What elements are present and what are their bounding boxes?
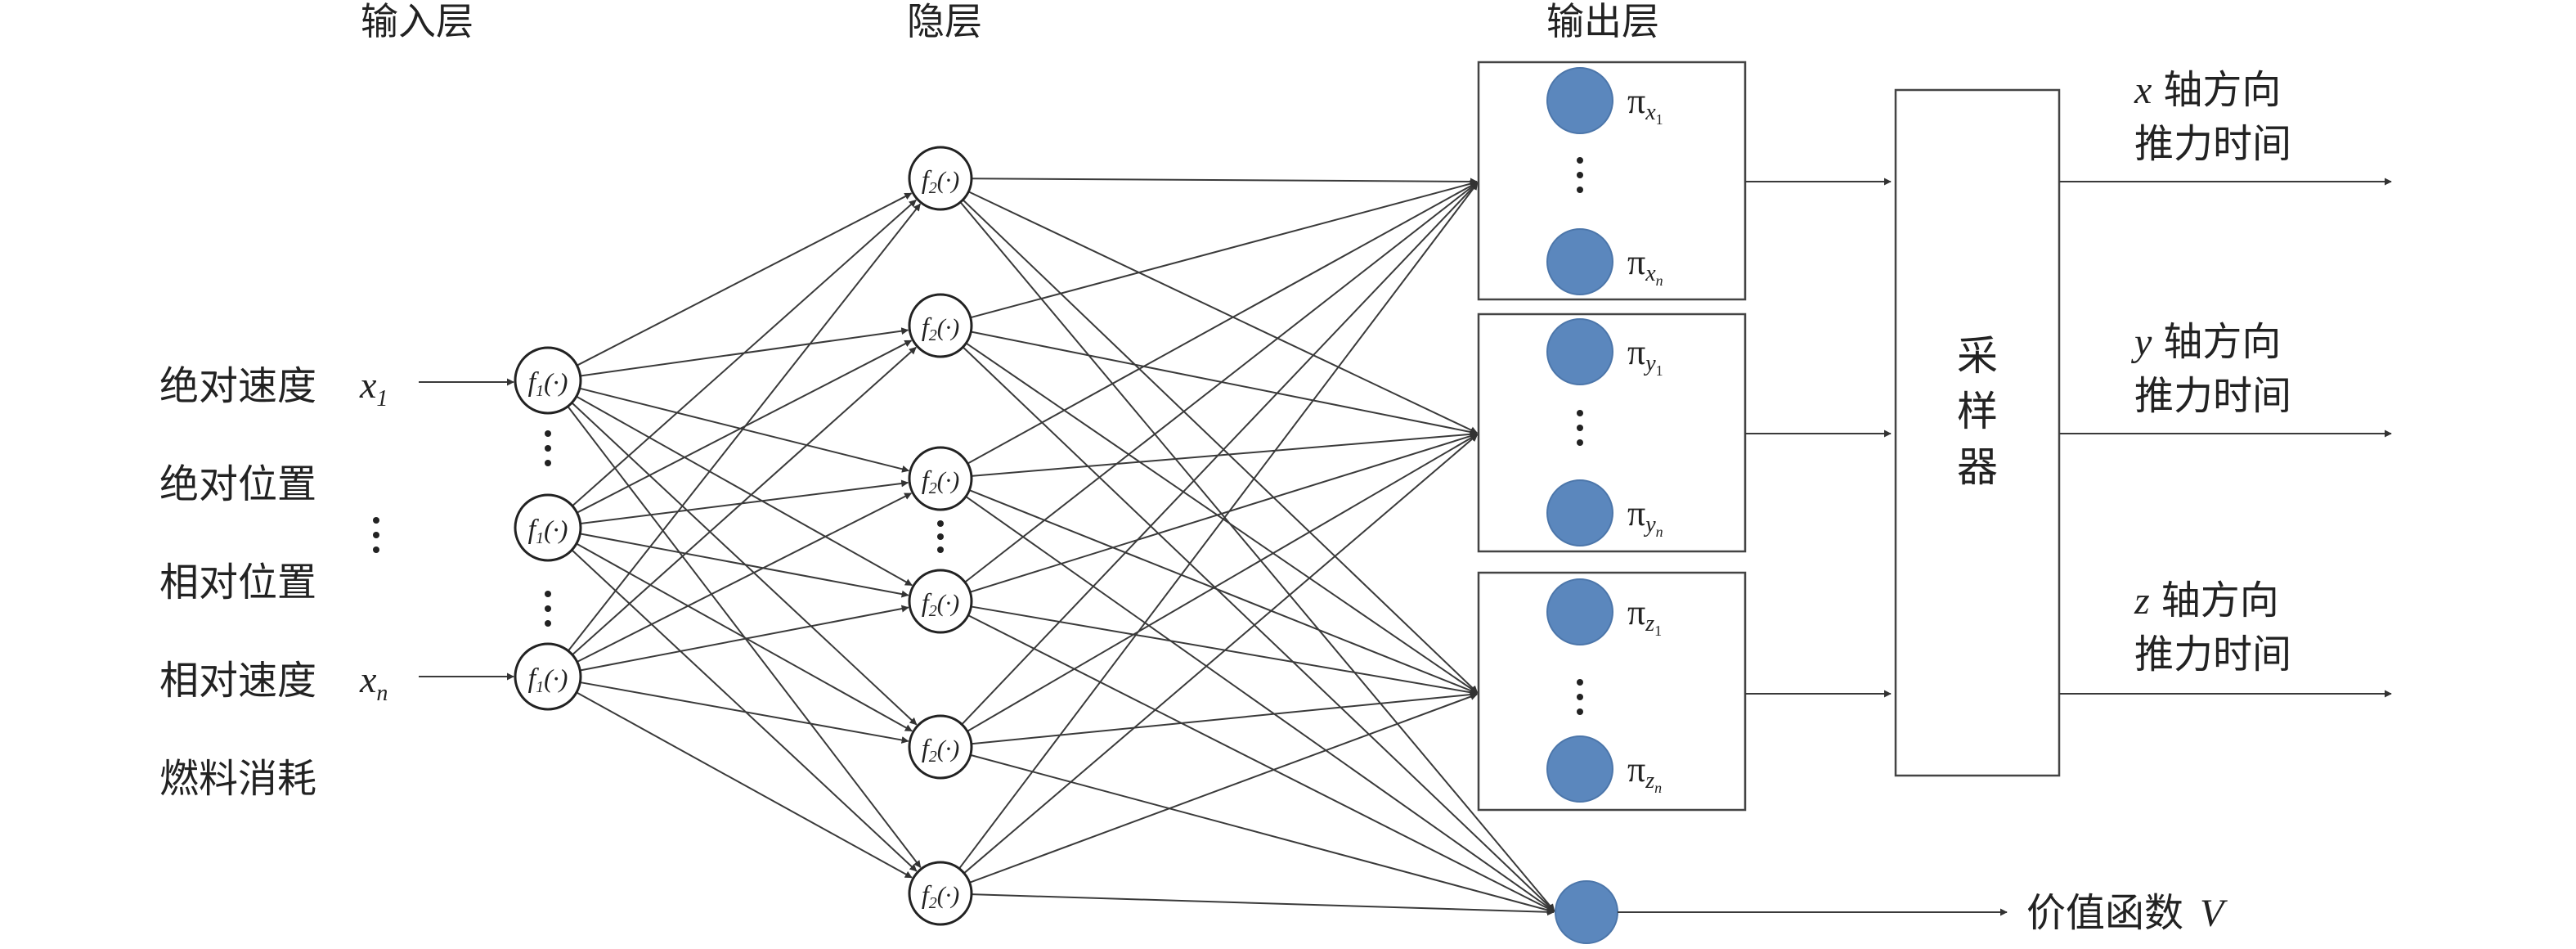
svg-text:πx1: πx1 — [1627, 81, 1663, 128]
edge-input-3-hidden-2 — [572, 346, 917, 656]
input-node-ellipsis-1 — [545, 430, 551, 466]
edge-hidden-5-output-3 — [971, 690, 1478, 745]
edge-hidden-4-output-1 — [964, 182, 1479, 583]
input-symbol-x1: x1 — [359, 364, 388, 412]
svg-text:f2(·): f2(·) — [922, 465, 959, 497]
svg-text:样: 样 — [1957, 388, 1998, 435]
edge-hidden-1-output-3 — [962, 199, 1479, 694]
input-node-2: f1(·) — [514, 493, 582, 562]
svg-text:推力时间: 推力时间 — [2134, 632, 2291, 677]
edge-input-3-hidden-3 — [577, 492, 913, 663]
edge-hidden-6-output-3 — [969, 693, 1478, 884]
edge-input-1-hidden-4 — [576, 395, 913, 587]
svg-text:πy1: πy1 — [1627, 332, 1663, 379]
svg-text:f1(·): f1(·) — [528, 663, 568, 696]
edge-hidden-4-output-4 — [967, 614, 1555, 912]
hidden-node-2: f2(·) — [908, 293, 973, 358]
edge-hidden-4-output-2 — [969, 432, 1478, 593]
input-layer-header: 输入层 — [361, 0, 473, 43]
svg-text:f2(·): f2(·) — [922, 733, 959, 766]
input-label-rel-position: 相对位置 — [159, 560, 316, 605]
input-label-abs-position: 绝对位置 — [159, 461, 316, 507]
edge-hidden-3-output-4 — [965, 496, 1555, 912]
svg-text:πyn: πyn — [1627, 493, 1663, 540]
edge-input-2-hidden-5 — [576, 542, 913, 732]
input-label-rel-velocity: 相对速度 — [159, 658, 316, 704]
svg-text:f1(·): f1(·) — [528, 367, 568, 400]
input-node-n: f1(·) — [514, 642, 582, 711]
svg-text:πz1: πz1 — [1627, 592, 1662, 639]
edge-hidden-1-output-1 — [971, 178, 1478, 186]
input-label-abs-velocity: 绝对速度 — [159, 363, 316, 409]
edge-hidden-6-output-2 — [963, 434, 1479, 875]
svg-text:推力时间: 推力时间 — [2134, 121, 2291, 167]
edge-input-3-hidden-1 — [567, 203, 922, 652]
input-label-ellipsis — [373, 517, 379, 553]
svg-text:f2(·): f2(·) — [922, 879, 959, 912]
hidden-layer-header: 隐层 — [907, 0, 982, 43]
edge-hidden-1-output-2 — [967, 191, 1479, 434]
output-layer-header: 输出层 — [1546, 0, 1659, 43]
edge-hidden-2-output-1 — [970, 180, 1478, 319]
edge-input-1-hidden-3 — [579, 387, 910, 473]
edge-hidden-3-output-3 — [968, 489, 1478, 695]
svg-text:f2(·): f2(·) — [922, 587, 959, 620]
hidden-node-6: f2(·) — [908, 861, 973, 926]
edge-hidden-5-output-2 — [967, 434, 1479, 732]
output-box-y: πy1 πyn — [1477, 313, 1747, 553]
edge-input-2-hidden-3 — [580, 479, 909, 525]
svg-text:πzn: πzn — [1627, 749, 1662, 796]
edge-hidden-3-output-2 — [971, 430, 1478, 477]
svg-text:采: 采 — [1957, 332, 1998, 380]
edge-input-1-hidden-1 — [577, 192, 913, 367]
edge-input-3-hidden-6 — [576, 691, 913, 879]
svg-text:推力时间: 推力时间 — [2134, 373, 2291, 419]
edge-input-2-hidden-1 — [572, 199, 917, 507]
edge-hidden-6-output-1 — [958, 182, 1479, 870]
svg-text:器: 器 — [1957, 443, 1998, 491]
edge-hidden-2-output-3 — [965, 342, 1479, 694]
input-symbol-xn: xn — [359, 659, 388, 706]
hidden-node-3: f2(·) — [908, 446, 973, 511]
input-hidden-connections — [567, 192, 922, 879]
sampler-box: 采 样 器 — [1894, 88, 2061, 777]
output-box-z: πz1 πzn — [1477, 571, 1747, 812]
svg-text:f2(·): f2(·) — [922, 164, 959, 197]
edge-input-3-hidden-4 — [580, 605, 909, 672]
value-neuron — [1555, 880, 1618, 944]
input-label-fuel: 燃料消耗 — [159, 756, 316, 802]
edge-hidden-1-output-4 — [959, 201, 1555, 912]
edge-input-2-hidden-4 — [580, 533, 909, 598]
edge-hidden-3-output-1 — [967, 182, 1479, 465]
edge-hidden-6-output-4 — [971, 893, 1555, 916]
input-node-1: f1(·) — [514, 346, 582, 415]
hidden-output-connections — [958, 178, 1555, 916]
svg-text:f2(·): f2(·) — [922, 312, 959, 344]
hidden-node-ellipsis — [937, 520, 944, 553]
edge-input-2-hidden-6 — [571, 549, 918, 872]
edge-hidden-5-output-1 — [961, 182, 1479, 726]
svg-text:πxn: πxn — [1627, 242, 1663, 289]
hidden-node-4: f2(·) — [908, 569, 973, 634]
hidden-node-1: f2(·) — [908, 146, 973, 211]
edge-hidden-5-output-4 — [970, 753, 1555, 914]
svg-text:f1(·): f1(·) — [528, 515, 568, 547]
input-node-ellipsis-2 — [545, 591, 551, 627]
edge-input-3-hidden-5 — [580, 681, 909, 744]
edge-hidden-2-output-4 — [962, 346, 1555, 912]
hidden-node-5: f2(·) — [908, 714, 973, 780]
output-box-x: πx1 πxn — [1477, 61, 1747, 301]
edge-hidden-2-output-2 — [971, 331, 1478, 436]
